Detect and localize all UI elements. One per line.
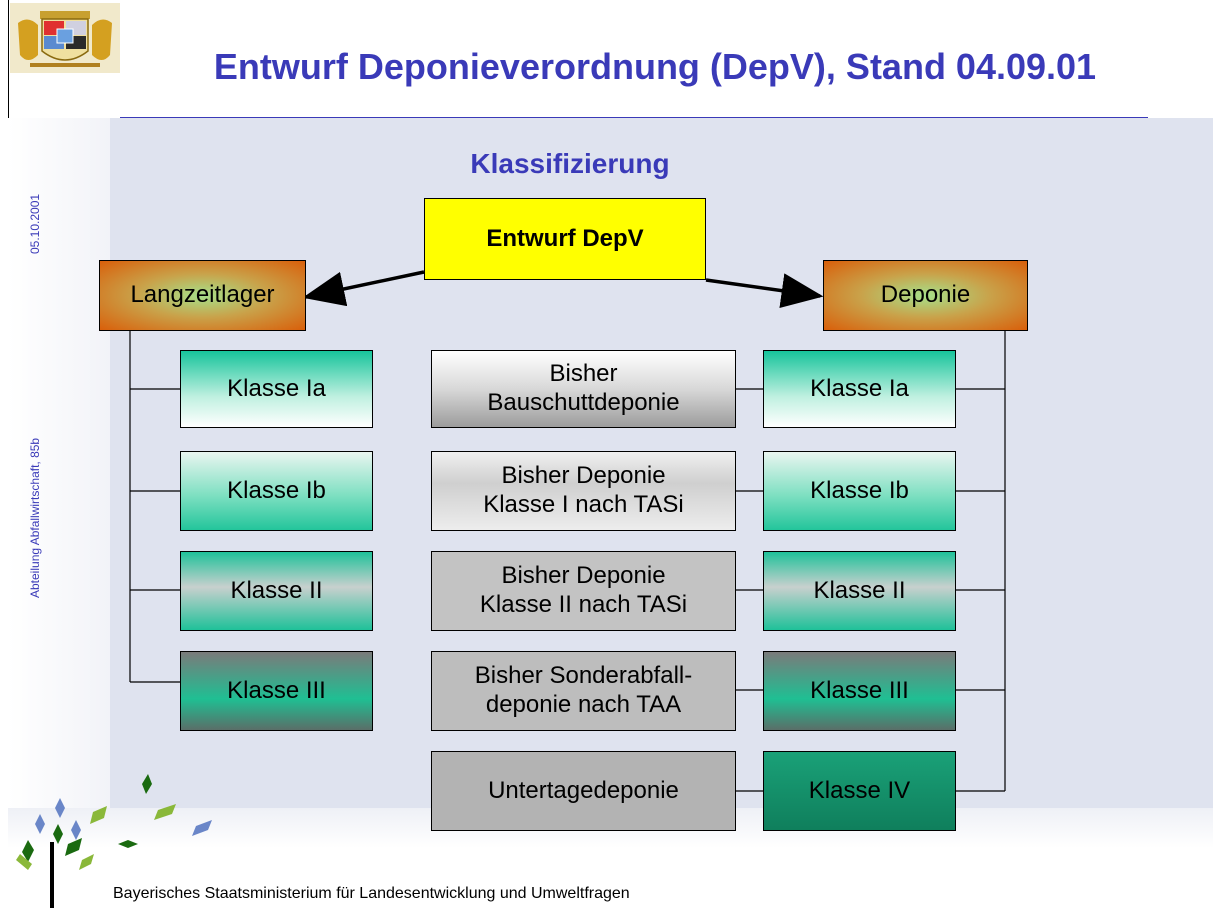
mid-line: Bauschuttdeponie [487,389,680,416]
left-branches [130,388,180,683]
left-class-ib: Klasse Ib [180,451,373,531]
mid-sonderabfalldeponie: Bisher Sonderabfall- deponie nach TAA [431,651,736,731]
left-class-iii: Klasse III [180,651,373,731]
arrow-to-langzeitlager [302,270,425,307]
mid-line: deponie nach TAA [485,691,682,718]
head-langzeitlager: Langzeitlager [99,260,306,331]
left-gradient [8,118,110,908]
mid-line: Bisher [549,360,618,388]
mid-deponie-klasse-i: Bisher Deponie Klasse I nach TASi [431,451,736,531]
right-class-iv: Klasse IV [763,751,956,831]
mid-line: Klasse II nach TASi [479,591,688,618]
right-class-ii: Klasse II [763,551,956,631]
slide-title: Entwurf Deponieverordnung (DepV), Stand … [213,46,1097,87]
tree-logo-icon [16,774,212,908]
bavarian-crest-icon [10,3,120,73]
mid-line: Klasse I nach TASi [483,491,684,518]
left-class-ii: Klasse II [180,551,373,631]
right-class-ia: Klasse Ia [763,350,956,428]
mid-untertagedeponie: Untertagedeponie [431,751,736,831]
title-divider [120,117,1148,118]
mid-bauschuttdeponie: Bisher Bauschuttdeponie [431,350,736,428]
root-entwurf-depv: Entwurf DepV [424,198,706,280]
mid-line: Bisher Sonderabfall- [474,662,693,690]
right-branches [956,388,1005,792]
diagram-subtitle: Klassifizierung [470,148,670,179]
mid-deponie-klasse-ii: Bisher Deponie Klasse II nach TASi [431,551,736,631]
head-deponie: Deponie [823,260,1028,331]
right-class-ib: Klasse Ib [763,451,956,531]
middle-links [736,388,763,792]
footer-ministry: Bayerisches Staatsministerium für Landes… [113,885,630,902]
right-class-iii: Klasse III [763,651,956,731]
mid-line: Bisher Deponie [501,462,666,490]
left-class-ia: Klasse Ia [180,350,373,428]
mid-line: Bisher Deponie [501,562,666,590]
arrow-to-deponie [705,273,824,308]
